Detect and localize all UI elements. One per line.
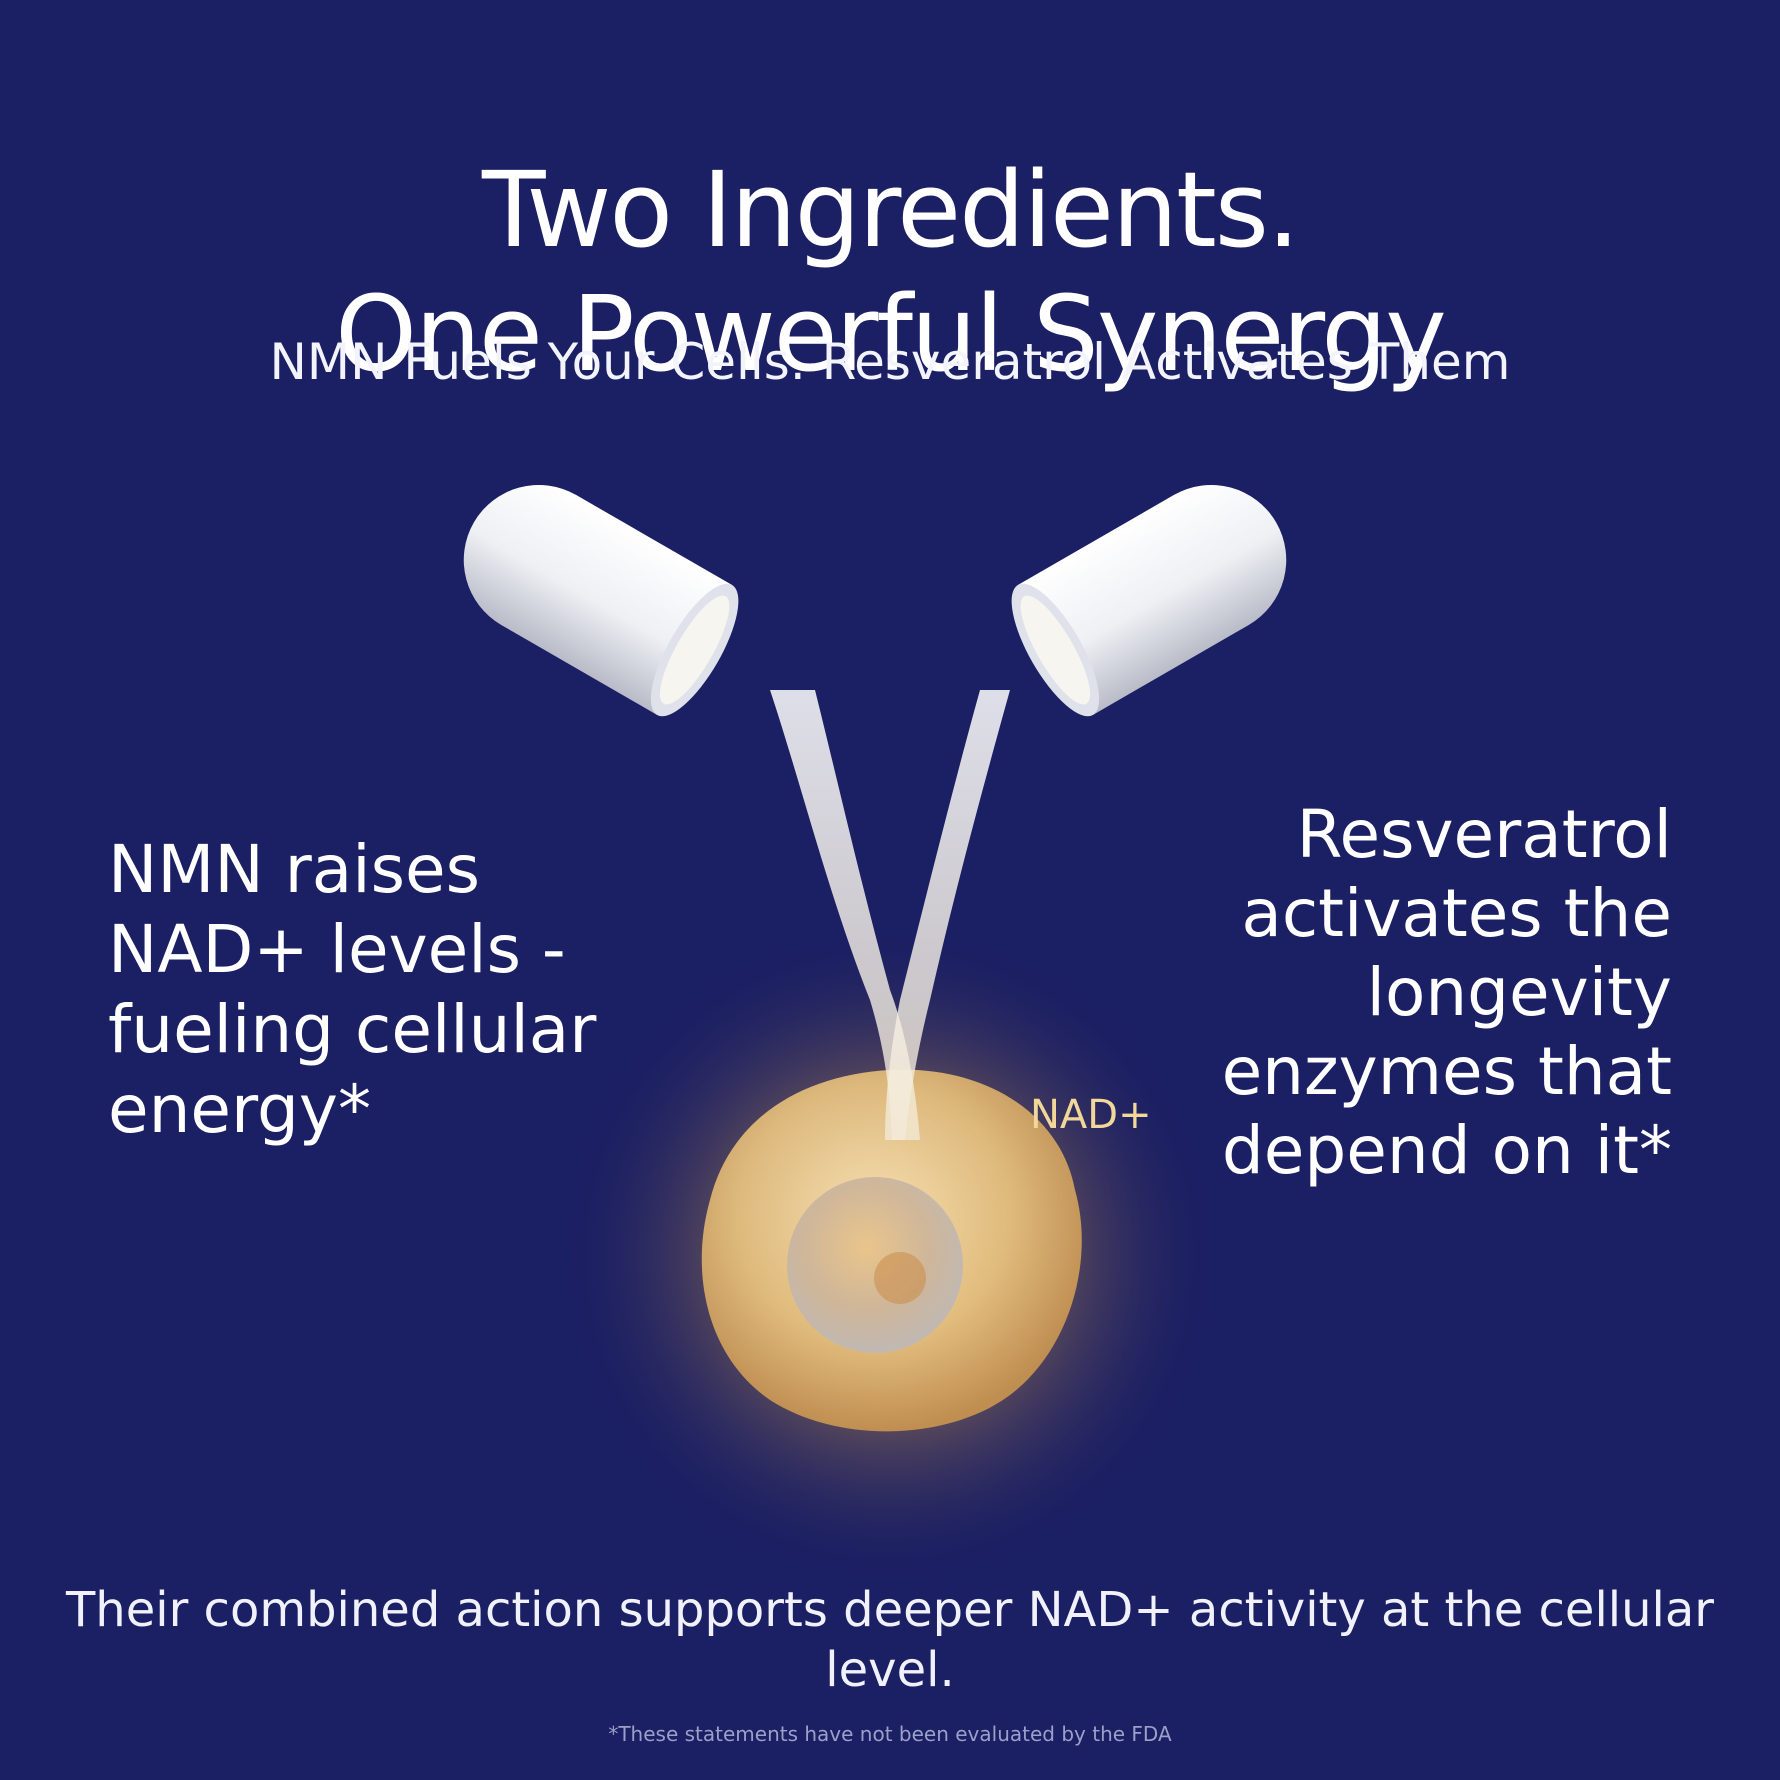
resveratrol-description: Resveratrol activates the longevity enzy…	[1221, 796, 1672, 1189]
headline-line-2: One Powerful Synergy	[335, 272, 1447, 395]
fda-disclaimer: *These statements have not been evaluate…	[608, 1722, 1172, 1746]
nad-label: NAD+	[1030, 1092, 1152, 1138]
capsule-right-icon	[1011, 485, 1287, 717]
headline-line-1: Two Ingredients.	[482, 148, 1300, 271]
headline: Two Ingredients. One Powerful Synergy	[0, 148, 1780, 396]
cell-icon	[701, 1069, 1082, 1432]
combined-action-text: Their combined action supports deeper NA…	[65, 1582, 1715, 1698]
capsule-left-icon	[463, 485, 739, 717]
nmn-description: NMN raises NAD+ levels - fueling cellula…	[108, 831, 597, 1148]
powder-stream-icon	[770, 690, 1010, 1140]
subtitle: NMN Fuels Your Cells. Resveratrol Activa…	[269, 333, 1511, 391]
nucleus-icon	[787, 1177, 963, 1353]
